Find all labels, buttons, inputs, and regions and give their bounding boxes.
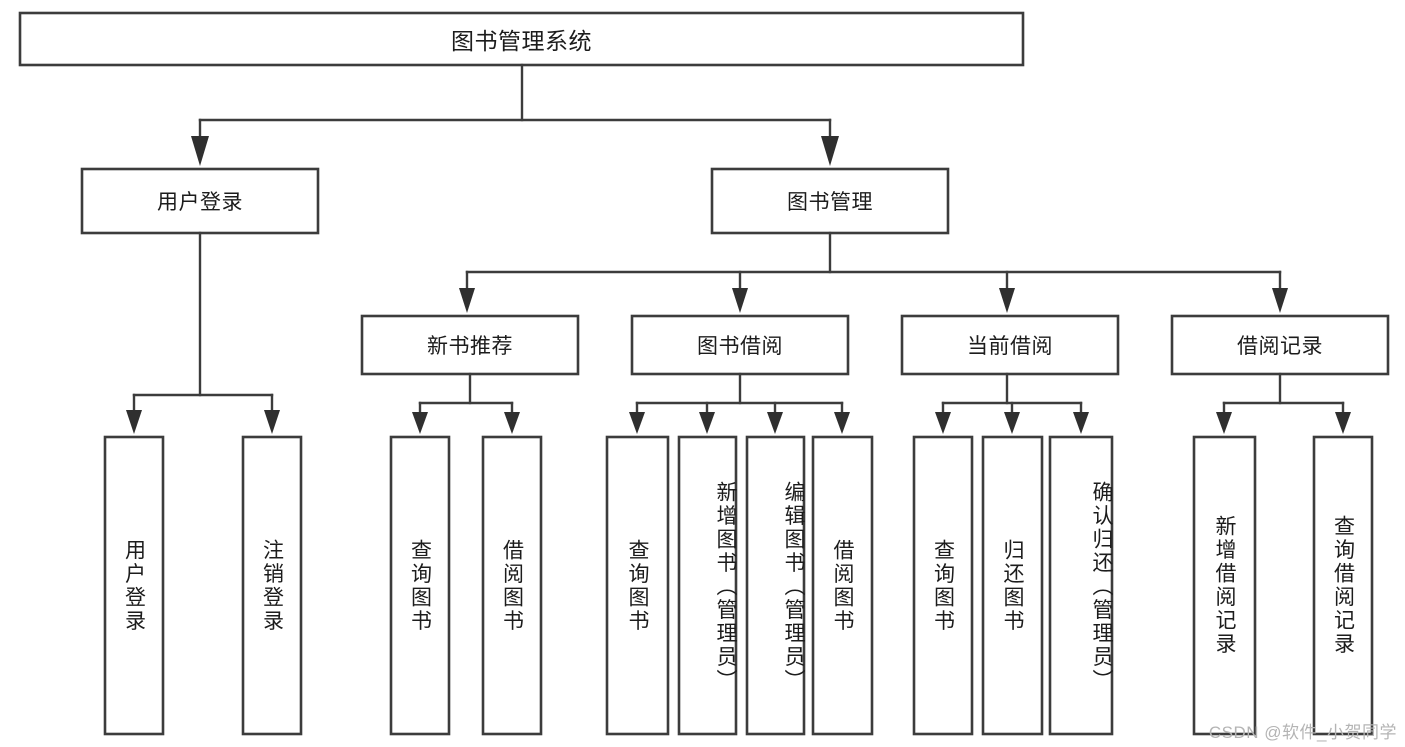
arrowhead-leaf-borrow-book-recommend [504, 412, 520, 434]
arrowhead-leaf-add-book-admin [699, 412, 715, 434]
node-box-leaf-query-book-borrow[interactable] [605, 435, 670, 736]
watermark-text: CSDN @软件_小贺同学 [1208, 723, 1397, 742]
arrowhead-leaf-query-book-current [935, 412, 951, 434]
arrowhead-leaf-query-borrow-record [1335, 412, 1351, 434]
node-box-borrow-record[interactable] [1170, 314, 1390, 376]
node-box-leaf-user-login[interactable] [103, 435, 165, 736]
node-box-user-login[interactable] [80, 167, 320, 235]
arrowhead-leaf-query-book-recommend [412, 412, 428, 434]
arrowhead-leaf-edit-book-admin [767, 412, 783, 434]
node-box-leaf-query-book-recommend[interactable] [389, 435, 451, 736]
arrowhead-user-login [191, 136, 209, 166]
arrowhead-leaf-logout [264, 410, 280, 434]
node-box-root[interactable] [18, 11, 1025, 67]
arrowhead-book-borrow [732, 288, 748, 313]
node-box-new-book-recommend[interactable] [360, 314, 580, 376]
node-box-current-borrow[interactable] [900, 314, 1120, 376]
arrowhead-leaf-confirm-return-admin [1073, 412, 1089, 434]
node-box-leaf-borrow-book[interactable] [811, 435, 874, 736]
node-box-leaf-logout[interactable] [241, 435, 303, 736]
arrowhead-leaf-return-book [1004, 412, 1020, 434]
node-box-leaf-borrow-book-recommend[interactable] [481, 435, 543, 736]
node-box-book-borrow[interactable] [630, 314, 850, 376]
node-box-leaf-add-borrow-record[interactable] [1192, 435, 1257, 736]
arrowhead-leaf-borrow-book [834, 412, 850, 434]
node-box-leaf-query-borrow-record[interactable] [1312, 435, 1374, 736]
node-box-leaf-query-book-current[interactable] [912, 435, 974, 736]
arrowhead-borrow-record [1272, 288, 1288, 313]
arrowhead-book-management [821, 136, 839, 166]
node-box-leaf-confirm-return-admin[interactable] [1048, 435, 1114, 736]
node-box-book-management[interactable] [710, 167, 950, 235]
arrowhead-leaf-add-borrow-record [1216, 412, 1232, 434]
arrowhead-leaf-query-book-borrow [629, 412, 645, 434]
arrowhead-new-book-recommend [459, 288, 475, 313]
node-box-leaf-return-book[interactable] [981, 435, 1044, 736]
arrowhead-current-borrow [999, 288, 1015, 313]
node-box-leaf-edit-book-admin[interactable] [745, 435, 806, 736]
node-box-leaf-add-book-admin[interactable] [677, 435, 738, 736]
arrowhead-leaf-user-login [126, 410, 142, 434]
